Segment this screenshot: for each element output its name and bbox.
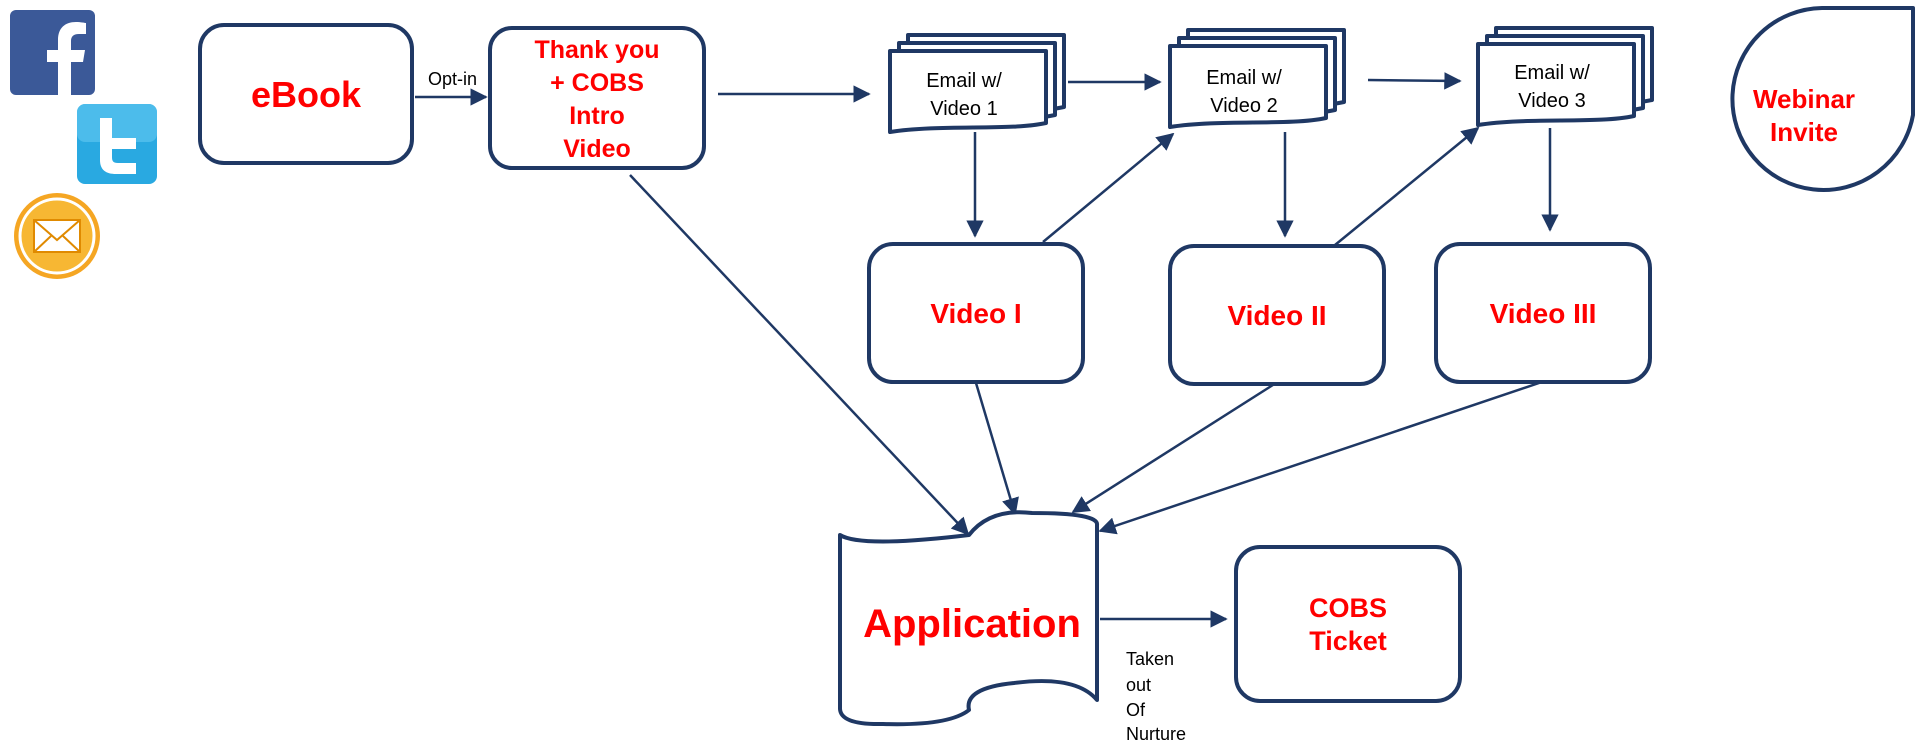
email-2-label-line-1: Email w/ [1206,67,1282,89]
arrow-email2-to-email3 [1367,72,1462,90]
email-icon [14,193,100,279]
node-thank-you-video: Thank you + COBS Intro Video [488,26,706,170]
video-2-label: Video II [1227,300,1326,331]
arrow-video2-to-email3 [1334,126,1480,246]
video-1-label: Video I [930,298,1021,329]
taken-out-line-1: Taken [1126,649,1174,669]
thank-you-label-line-3: Intro [569,102,625,130]
node-application: Application [838,510,1099,727]
taken-out-line-4: Nurture [1126,724,1186,744]
connectors [415,72,1559,628]
twitter-icon [77,104,157,184]
email-2-label-line-2: Video 2 [1210,95,1277,117]
arrow-video2-to-application [1071,381,1277,514]
arrow-video1-to-application [974,382,1019,516]
email-1-label-line-1: Email w/ [926,70,1002,92]
application-label: Application [863,602,1081,646]
node-email-video-2: Email w/ Video 2 [1168,28,1346,129]
email-3-label-line-2: Video 3 [1518,90,1585,112]
facebook-icon [10,10,95,95]
arrow-video3-to-application [1098,380,1543,535]
arrow-thankyou-to-application [629,174,970,536]
node-video-2: Video II [1168,244,1386,386]
node-webinar-invite: Webinar Invite [1730,6,1915,192]
node-email-video-1: Email w/ Video 1 [888,33,1066,134]
taken-out-line-2: out [1126,675,1151,695]
webinar-label-line-1: Webinar [1753,84,1855,114]
video-3-label: Video III [1490,298,1597,329]
ebook-label: eBook [251,74,362,115]
thank-you-label-line-2: + COBS [550,69,644,97]
taken-out-line-3: Of [1126,700,1146,720]
taken-out-label: Taken out Of Nurture [1126,649,1186,744]
webinar-label-line-2: Invite [1770,117,1838,147]
node-cobs-ticket: COBS Ticket [1234,545,1462,703]
cobs-ticket-label-line-2: Ticket [1309,626,1387,656]
thank-you-label-line-1: Thank you [534,36,659,64]
email-3-label-line-1: Email w/ [1514,62,1590,84]
cobs-ticket-label-line-1: COBS [1309,593,1387,623]
node-ebook: eBook [198,23,414,165]
opt-in-label: Opt-in [428,69,477,89]
node-email-video-3: Email w/ Video 3 [1476,26,1654,127]
thank-you-label-line-4: Video [563,135,631,163]
email-1-label-line-2: Video 1 [930,98,997,120]
node-video-1: Video I [867,242,1085,384]
node-video-3: Video III [1434,242,1652,384]
arrow-video1-to-email2 [1042,132,1175,243]
